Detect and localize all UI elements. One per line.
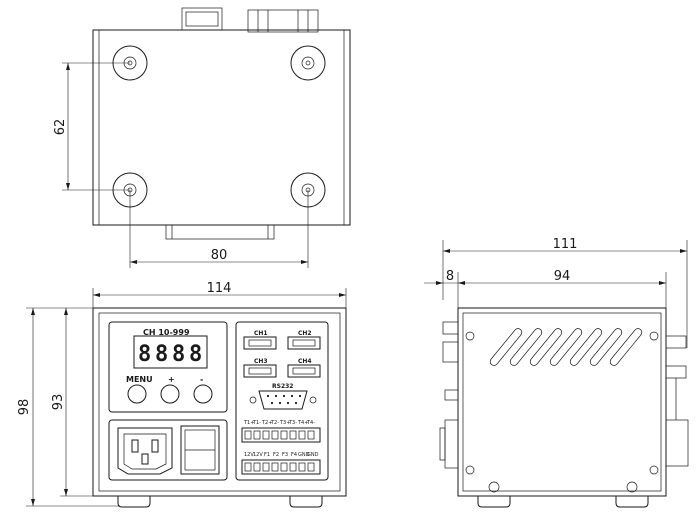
plus-button[interactable]: [160, 384, 180, 404]
svg-text:8: 8: [138, 342, 151, 367]
top-connector-left: [181, 7, 223, 31]
dim-98: 98: [17, 399, 32, 416]
side-screw-bl: [465, 465, 475, 475]
led-digits: 8 8 8 8: [138, 342, 202, 367]
power-inlet: [117, 427, 173, 475]
ch4-connector: [287, 364, 321, 378]
term-top-7: T4+: [297, 420, 308, 426]
top-connector-left-inner: [185, 11, 219, 27]
power-switch[interactable]: [180, 425, 220, 475]
term-bot-1: 12V: [244, 452, 254, 458]
ch1-connector: [243, 336, 277, 350]
side-body: [457, 307, 667, 497]
term-bot-6: F4: [291, 452, 297, 458]
dim-62: 62: [53, 119, 68, 136]
term-top-3: T2+: [261, 420, 272, 426]
side-right-protrusions: [665, 335, 689, 467]
menu-button[interactable]: [127, 384, 147, 404]
power-panel: [108, 419, 228, 481]
side-screw-tr: [649, 331, 659, 341]
minus-button[interactable]: [193, 384, 213, 404]
term-bot-8: GND: [307, 452, 319, 458]
led-display: [133, 335, 208, 369]
ch4-label: CH4: [298, 358, 312, 365]
svg-text:8: 8: [189, 342, 202, 367]
terminal-block-bottom: [241, 459, 321, 475]
terminal-block-top: [241, 427, 321, 443]
term-bot-4: F2: [273, 452, 279, 458]
front-foot-right: [289, 496, 323, 508]
ch2-label: CH2: [298, 330, 312, 337]
button-label-plus: +: [168, 375, 175, 384]
terminal-block-top-cells: [244, 430, 315, 440]
ch1-label: CH1: [254, 330, 268, 337]
side-foot-left: [477, 496, 511, 508]
dim-94: 94: [554, 269, 571, 284]
top-view: 62 80: [53, 7, 351, 268]
rs232-port: [249, 390, 317, 410]
top-terminal-block: [247, 9, 319, 33]
side-left-protrusions: [439, 321, 459, 469]
term-bot-2: 12V: [253, 452, 263, 458]
button-label-minus: -: [200, 375, 203, 384]
term-bot-5: F3: [282, 452, 288, 458]
top-bottom-connector: [165, 224, 275, 240]
dim-114: 114: [207, 281, 232, 296]
svg-text:8: 8: [155, 342, 168, 367]
terminal-block-bottom-cells: [244, 462, 315, 472]
ch3-label: CH3: [254, 358, 268, 365]
display-label: CH 10-999: [143, 328, 190, 337]
front-body: [92, 307, 347, 497]
side-view: 111 8 94: [424, 237, 689, 508]
io-panel: [235, 321, 329, 481]
top-foot-tr: [290, 45, 326, 81]
ch3-connector: [243, 364, 277, 378]
button-label-menu: MENU: [126, 375, 153, 384]
term-bot-3: F1: [264, 452, 270, 458]
ch2-connector: [287, 336, 321, 350]
dim-111: 111: [553, 237, 578, 252]
dim-8: 8: [446, 269, 454, 284]
front-view: 114 98 93 CH 10-999 8 8 8 8 MENU + -: [17, 281, 347, 508]
dim-93: 93: [51, 394, 66, 411]
term-top-5: T3+: [279, 420, 290, 426]
front-foot-left: [117, 496, 151, 508]
side-foot-right: [615, 496, 649, 508]
vent-slots: [489, 328, 643, 366]
side-screw-tl: [465, 331, 475, 341]
display-panel: [108, 321, 228, 413]
term-top-8: T4-: [306, 420, 315, 426]
svg-text:8: 8: [172, 342, 185, 367]
term-bot-7: GND: [298, 452, 310, 458]
front-body-inner: [98, 312, 341, 492]
term-top-4: T2-: [270, 420, 279, 426]
rs232-label: RS232: [272, 383, 293, 390]
term-top-6: T3-: [288, 420, 297, 426]
term-top-2: T1-: [252, 420, 261, 426]
side-screw-br: [649, 465, 659, 475]
dim-80: 80: [211, 248, 228, 263]
term-top-1: T1+: [243, 420, 254, 426]
